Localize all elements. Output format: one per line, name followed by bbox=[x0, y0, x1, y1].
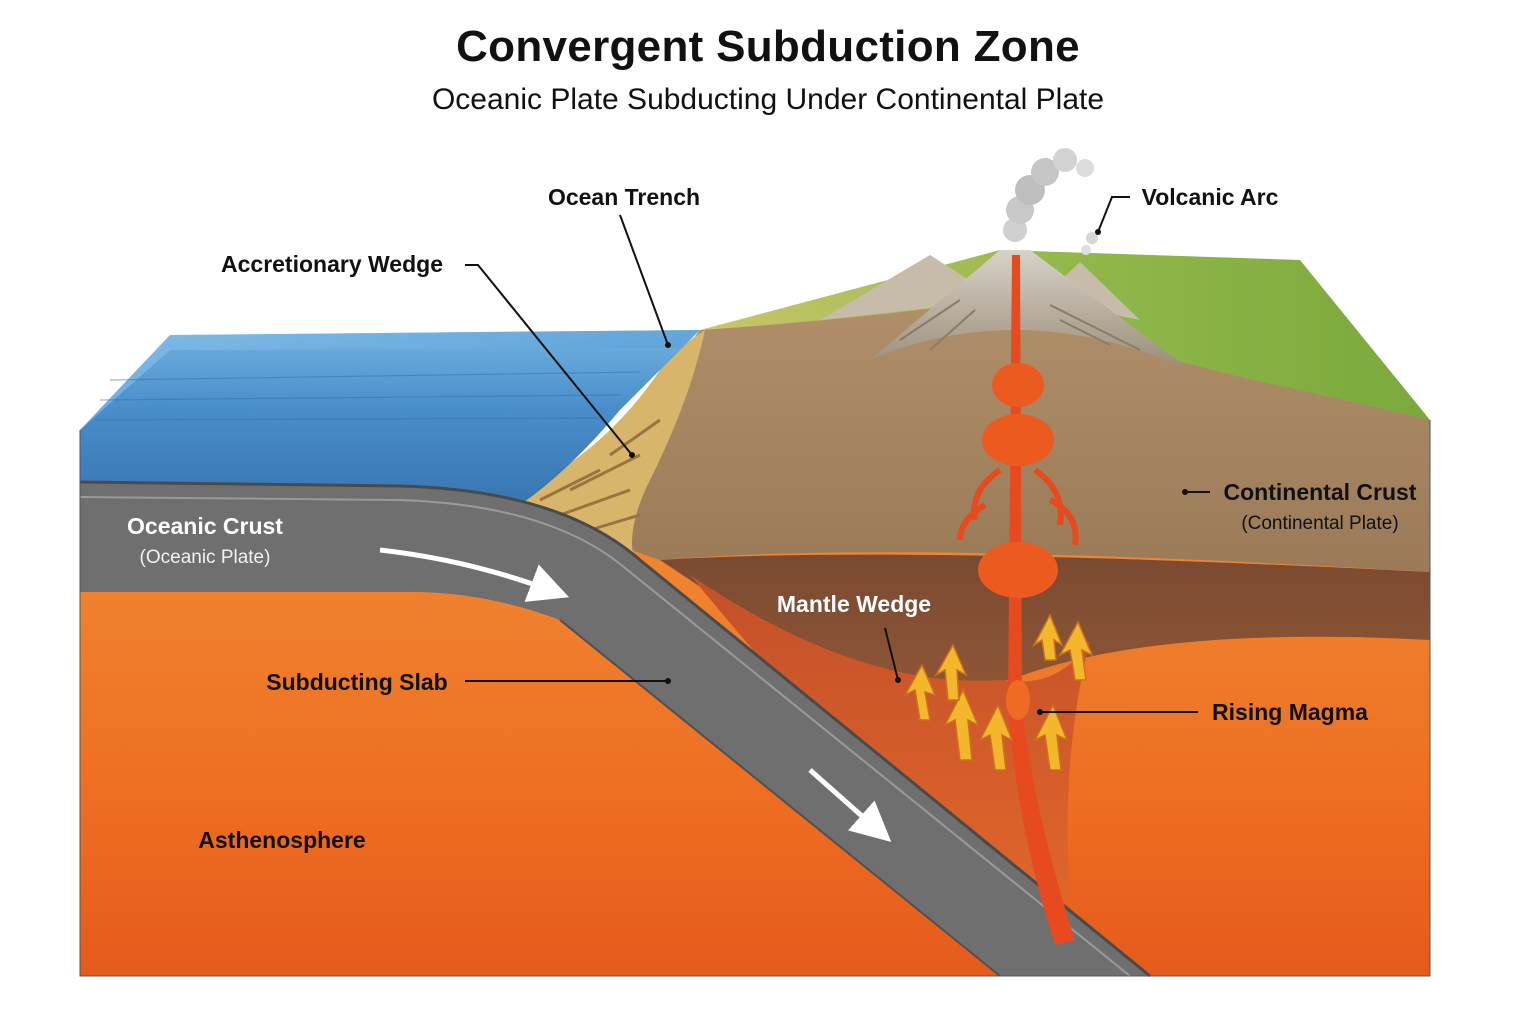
wedge-strata bbox=[539, 418, 661, 532]
slab-motion-arrow-lower bbox=[808, 768, 892, 842]
leader-mantle-wedge bbox=[884, 627, 899, 681]
label-mantle-wedge: Mantle Wedge bbox=[777, 591, 931, 617]
slab-top-edge bbox=[79, 480, 1151, 978]
leader-volcanic-arc bbox=[1097, 196, 1130, 233]
slab-bottom-edge bbox=[559, 619, 1001, 977]
slab-motion-arrow-upper bbox=[379, 547, 570, 602]
volcano-main bbox=[870, 250, 1190, 370]
diagram-title: Convergent Subduction Zone bbox=[456, 22, 1080, 71]
label-asthenosphere: Asthenosphere bbox=[198, 827, 365, 853]
label-continental-crust: Continental Crust bbox=[1224, 479, 1417, 505]
label-subducting-slab: Subducting Slab bbox=[266, 669, 447, 695]
leader-ocean-trench bbox=[619, 214, 669, 346]
oceanic-crust-slab bbox=[80, 482, 1150, 976]
continental-lithosphere bbox=[660, 554, 1430, 684]
label-accretionary-wedge: Accretionary Wedge bbox=[221, 251, 443, 277]
label-oceanic-plate: (Oceanic Plate) bbox=[140, 547, 271, 568]
label-oceanic-crust: Oceanic Crust bbox=[127, 513, 283, 539]
mantle-wedge-region bbox=[690, 575, 1090, 900]
label-volcanic-arc: Volcanic Arc bbox=[1142, 184, 1279, 210]
rising-magma-arrows bbox=[903, 613, 1094, 771]
label-ocean-trench: Ocean Trench bbox=[548, 184, 700, 210]
label-continental-plate: (Continental Plate) bbox=[1241, 513, 1398, 534]
magma-conduit bbox=[957, 255, 1079, 945]
ocean-surface bbox=[80, 330, 700, 430]
volcano-ridges bbox=[899, 299, 1141, 351]
leader-accretionary-wedge bbox=[465, 264, 633, 456]
volcano-smoke bbox=[1003, 148, 1098, 255]
label-rising-magma: Rising Magma bbox=[1212, 699, 1368, 725]
slab-upper-stripe bbox=[79, 496, 1131, 977]
diagram-subtitle: Oceanic Plate Subducting Under Continent… bbox=[431, 83, 1105, 116]
block-frame bbox=[79, 420, 1431, 977]
ocean-ripples bbox=[94, 371, 641, 421]
